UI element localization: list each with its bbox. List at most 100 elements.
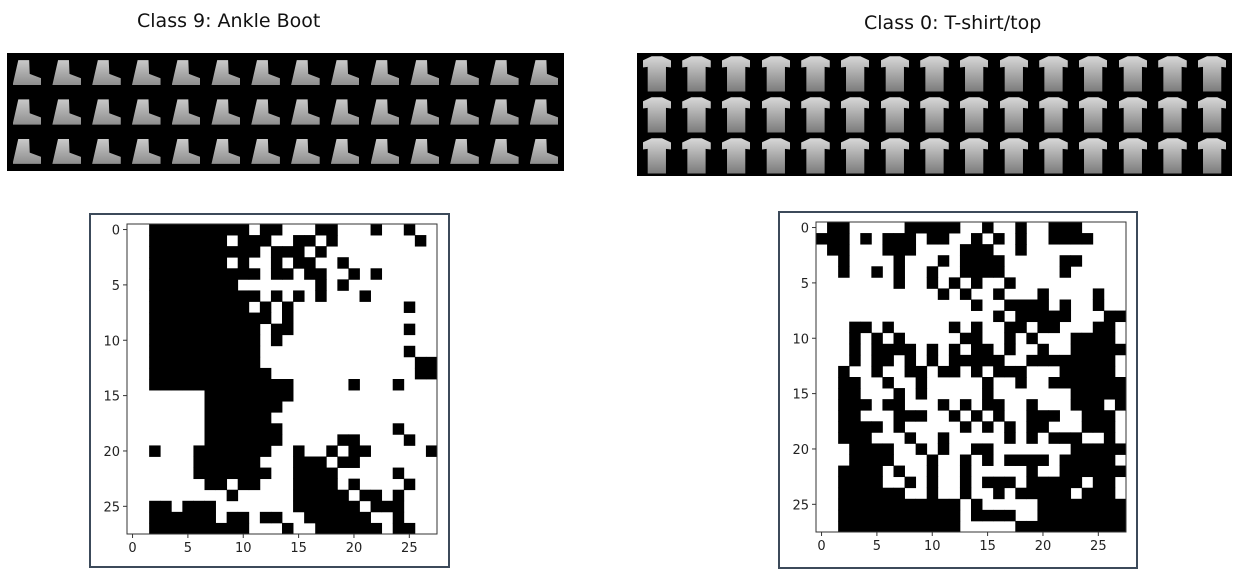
heatmap-cell bbox=[171, 334, 183, 347]
heatmap-cell bbox=[1015, 233, 1027, 245]
heatmap-cell bbox=[1103, 520, 1116, 533]
heatmap-cell bbox=[237, 511, 250, 524]
heatmap-cell bbox=[1026, 465, 1038, 478]
heatmap-cell bbox=[204, 423, 216, 435]
heatmap-cell bbox=[237, 456, 250, 468]
heatmap-cell bbox=[1081, 354, 1094, 367]
heatmap-cell bbox=[204, 522, 216, 535]
ankle-boot-thumbnail-silhouette bbox=[291, 60, 320, 86]
ankle-boot-thumbnail bbox=[484, 132, 524, 171]
heatmap-cell bbox=[226, 312, 239, 325]
heatmap-cell bbox=[971, 343, 983, 356]
tshirt-thumbnail-silhouette bbox=[1118, 138, 1148, 174]
heatmap-cell bbox=[1004, 509, 1016, 522]
heatmap-cell bbox=[959, 332, 972, 345]
heatmap-cell bbox=[982, 255, 994, 267]
tshirt-thumbnail-silhouette bbox=[1197, 56, 1227, 92]
ankle-boot-thumbnail bbox=[47, 132, 87, 171]
heatmap-cell bbox=[993, 233, 1005, 245]
heatmap-cell bbox=[237, 345, 250, 358]
x-tick-label: 0 bbox=[817, 539, 825, 554]
heatmap-cell bbox=[871, 354, 883, 367]
heatmap-cell bbox=[237, 257, 250, 269]
heatmap-cell bbox=[871, 520, 883, 533]
tshirt-thumbnail bbox=[915, 135, 955, 176]
tshirt-thumbnail bbox=[954, 94, 994, 135]
heatmap-cell bbox=[193, 279, 205, 291]
heatmap-cell bbox=[293, 478, 305, 491]
heatmap-cell bbox=[248, 478, 261, 491]
heatmap-cell bbox=[893, 520, 905, 533]
heatmap-cell bbox=[1026, 476, 1038, 489]
heatmap-cell bbox=[860, 321, 872, 334]
heatmap-cell bbox=[1092, 509, 1105, 522]
y-tick-label: 0 bbox=[112, 224, 120, 239]
heatmap-cell bbox=[204, 224, 216, 236]
heatmap-cell bbox=[237, 356, 250, 369]
ankle-boot-thumbnail bbox=[7, 53, 47, 92]
heatmap-cell bbox=[1103, 321, 1116, 334]
heatmap-cell bbox=[1092, 465, 1105, 478]
heatmap-cell bbox=[838, 410, 850, 422]
tshirt-thumbnail bbox=[994, 135, 1034, 176]
heatmap-cell bbox=[182, 301, 194, 313]
heatmap-cell bbox=[1081, 332, 1094, 345]
chart-title-tshirt: Class 0: T-shirt/top bbox=[864, 12, 1042, 34]
heatmap-cell bbox=[849, 321, 861, 334]
heatmap-cell bbox=[226, 434, 239, 446]
heatmap-cell bbox=[215, 522, 228, 535]
heatmap-cell bbox=[1048, 432, 1060, 444]
heatmap-cell bbox=[403, 478, 416, 491]
heatmap-cell bbox=[193, 235, 205, 247]
heatmap-cell bbox=[1059, 509, 1072, 522]
heatmap-cell bbox=[193, 246, 205, 258]
heatmap-cell bbox=[893, 343, 905, 356]
heatmap-cell bbox=[1081, 487, 1094, 500]
heatmap-cell bbox=[259, 445, 272, 457]
ankle-boot-thumbnail-silhouette bbox=[52, 99, 81, 125]
heatmap-cell bbox=[1070, 432, 1083, 444]
heatmap-cell bbox=[248, 345, 261, 358]
heatmap-cell bbox=[849, 332, 861, 345]
heatmap-cell bbox=[204, 445, 216, 457]
tshirt-thumbnail bbox=[677, 135, 717, 176]
heatmap-cell bbox=[1048, 321, 1060, 334]
heatmap-cell bbox=[993, 255, 1005, 267]
heatmap-cell bbox=[1114, 509, 1127, 522]
tshirt-thumbnail bbox=[1034, 53, 1074, 94]
heatmap-cell bbox=[1048, 498, 1060, 511]
chart-title-ankle-boot: Class 9: Ankle Boot bbox=[137, 10, 321, 32]
heatmap-cell bbox=[326, 445, 338, 457]
heatmap-cell bbox=[871, 509, 883, 522]
heatmap-cell bbox=[915, 410, 928, 422]
heatmap-cell bbox=[293, 456, 305, 468]
heatmap-cell bbox=[193, 511, 205, 524]
heatmap-cell bbox=[215, 268, 228, 280]
heatmap-cell bbox=[1070, 454, 1083, 466]
heatmap-cell bbox=[871, 487, 883, 500]
heatmap-cell bbox=[248, 268, 261, 280]
heatmap-cell bbox=[904, 222, 917, 234]
heatmap-cell bbox=[1103, 476, 1116, 489]
ankle-boot-thumbnail-silhouette bbox=[92, 60, 121, 86]
heatmap-cell bbox=[1048, 487, 1060, 500]
heatmap-cell bbox=[215, 390, 228, 402]
y-tick-label: 25 bbox=[103, 500, 120, 515]
heatmap-cell bbox=[193, 268, 205, 280]
tshirt-thumbnail bbox=[875, 135, 915, 176]
heatmap-cell bbox=[226, 246, 239, 258]
ankle-boot-thumbnail bbox=[365, 132, 405, 171]
heatmap-cell bbox=[926, 476, 939, 489]
heatmap-cell bbox=[304, 268, 316, 280]
heatmap-cell bbox=[270, 268, 283, 280]
heatmap-cell bbox=[882, 520, 894, 533]
heatmap-cell bbox=[871, 365, 883, 378]
heatmap-cell bbox=[1103, 454, 1116, 466]
heatmap-cell bbox=[270, 257, 283, 269]
tshirt-thumbnail-silhouette bbox=[920, 97, 949, 133]
heatmap-cell bbox=[282, 522, 294, 535]
heatmap-cell bbox=[1103, 432, 1116, 444]
heatmap-cell bbox=[1103, 498, 1116, 511]
ankle-boot-thumbnail bbox=[87, 132, 127, 171]
ankle-boot-thumbnail bbox=[325, 53, 365, 92]
